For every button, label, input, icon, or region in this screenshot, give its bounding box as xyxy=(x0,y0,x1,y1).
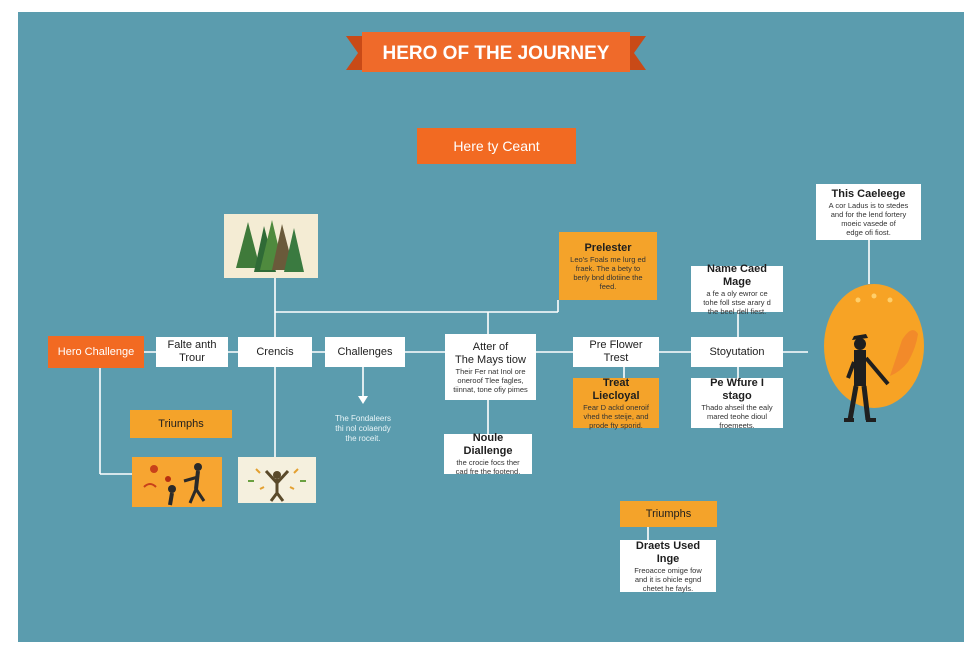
pe-wfure-box: Pe Wfure I stago Thado ahseil the ealy m… xyxy=(691,377,783,430)
pre-flower-box: Pre Flower Trest xyxy=(573,337,659,367)
floating-note: The Fondaleers thi nol colaendy the roce… xyxy=(334,414,392,443)
this-caeleege-box: This Caeleege A cor Ladus is to stedes a… xyxy=(816,184,921,240)
celebration-image xyxy=(238,457,316,503)
subtitle-box: Here ty Ceant xyxy=(417,128,576,164)
hero-challenge-box: Hero Challenge xyxy=(48,336,144,368)
triumphs-bottom-box: Triumphs xyxy=(620,501,717,527)
prelester-box: Prelester Leo's Foals me lurg ed fraek. … xyxy=(559,232,657,300)
challenges-box: Challenges xyxy=(325,337,405,367)
stoyutation-box: Stoyutation xyxy=(691,337,783,367)
subtitle-text: Here ty Ceant xyxy=(453,138,540,154)
name-caed-mage-box: Name Caed Mage a fe a oly ewror ce tohe … xyxy=(691,263,783,316)
diagram-title: HERO OF THE JOURNEY xyxy=(383,43,610,64)
hero-silhouette-image xyxy=(824,284,924,422)
title-banner: HERO OF THE JOURNEY xyxy=(346,32,646,72)
fight-scene-image xyxy=(132,457,222,507)
crencis-box: Crencis xyxy=(238,337,312,367)
triumphs-left-box: Triumphs xyxy=(130,410,232,438)
faith-tour-box: Falte anth Trour xyxy=(156,337,228,367)
noule-dialenge-box: Noule Diallenge the crocie focs ther cad… xyxy=(444,432,532,476)
diagram-canvas: HERO OF THE JOURNEY Here ty Ceant Hero C… xyxy=(18,12,964,642)
draets-box: Draets Used Inge Freoacce omige fow and … xyxy=(620,540,716,593)
forest-image xyxy=(224,214,318,278)
treat-liecloyal-box: Treat Liecloyal Fear D ackd oneroif vhed… xyxy=(573,377,659,430)
after-of-box: Atter of The Mays tiow Their Fer nat Ino… xyxy=(445,334,536,400)
